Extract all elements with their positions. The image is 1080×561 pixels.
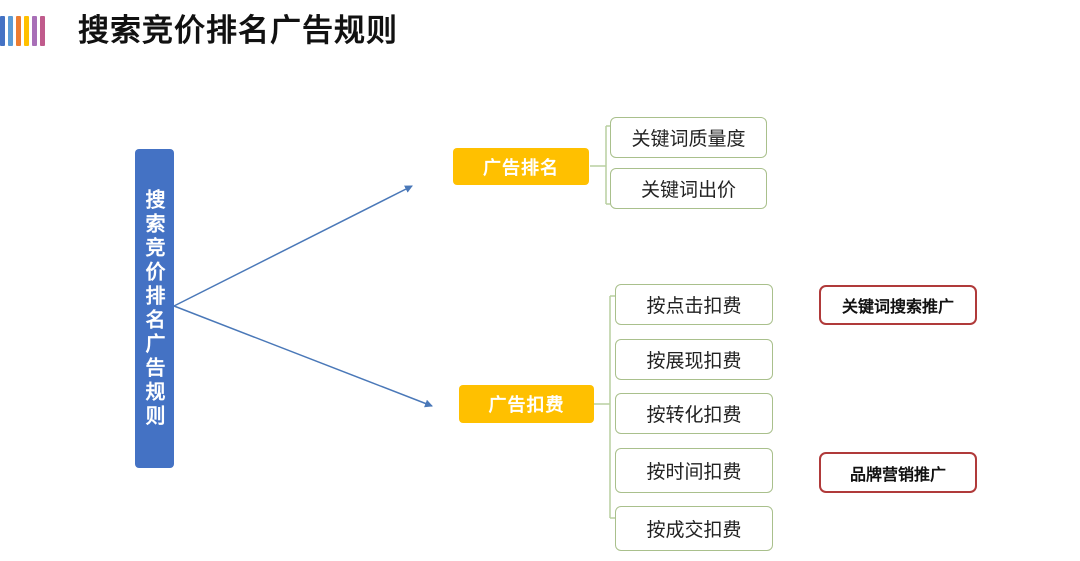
accent-stripe	[0, 16, 5, 46]
leaf-keyword-quality-score: 关键词质量度	[610, 117, 767, 158]
bracket-ad-ranking	[590, 125, 612, 205]
title-accent-stripes	[0, 16, 45, 46]
leaf-pay-per-impression: 按展现扣费	[615, 339, 773, 380]
root-node-label: 搜索竞价排名广告规则	[142, 188, 166, 429]
accent-stripe	[16, 16, 21, 46]
leaf-pay-per-time: 按时间扣费	[615, 448, 773, 493]
leaf-pay-per-conversion: 按转化扣费	[615, 393, 773, 434]
branch-ad-ranking: 广告排名	[453, 148, 589, 185]
accent-stripe	[40, 16, 45, 46]
page-title: 搜索竞价排名广告规则	[78, 13, 398, 49]
category-brand-marketing-promotion: 品牌营销推广	[819, 452, 977, 493]
root-node: 搜索竞价排名广告规则	[135, 149, 174, 468]
leaf-keyword-bid: 关键词出价	[610, 168, 767, 209]
leaf-pay-per-click: 按点击扣费	[615, 284, 773, 325]
accent-stripe	[32, 16, 37, 46]
arrow-to-ad-ranking	[173, 185, 413, 307]
accent-stripe	[24, 16, 29, 46]
arrow-to-ad-charging	[173, 305, 433, 408]
category-keyword-search-promotion: 关键词搜索推广	[819, 285, 977, 325]
accent-stripe	[8, 16, 13, 46]
leaf-pay-per-transaction: 按成交扣费	[615, 506, 773, 551]
bracket-ad-charging	[594, 295, 616, 519]
branch-ad-charging: 广告扣费	[459, 385, 594, 423]
